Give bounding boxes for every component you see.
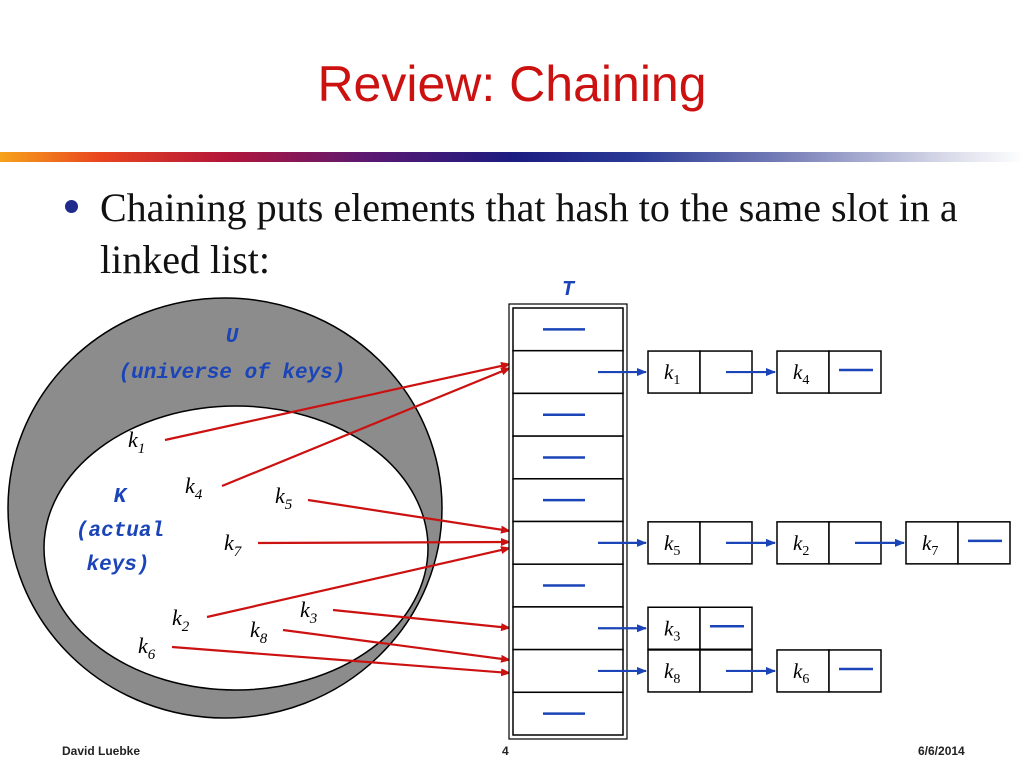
actual-keys-desc-line2: keys) bbox=[86, 554, 149, 577]
set-key-label: k1 bbox=[128, 427, 145, 457]
chain-node-next-cell bbox=[828, 350, 882, 394]
set-key-label: k7 bbox=[224, 530, 243, 560]
set-key-label: k5 bbox=[275, 483, 293, 513]
chain-node-key: k5 bbox=[664, 531, 680, 559]
universe-label: U bbox=[226, 326, 239, 349]
chain-node-key: k4 bbox=[793, 360, 809, 388]
title-gradient-bar bbox=[0, 152, 1024, 162]
hash-arrow bbox=[282, 628, 511, 663]
slide-title: Review: Chaining bbox=[317, 56, 707, 112]
set-key-label: k4 bbox=[185, 473, 203, 503]
actual-keys-label: K bbox=[114, 486, 129, 509]
chain-node-next-cell bbox=[957, 521, 1011, 565]
chain-node-key-cell bbox=[776, 649, 830, 693]
footer-date: 6/6/2014 bbox=[918, 744, 965, 758]
chain-node-key: k7 bbox=[922, 531, 938, 559]
chains: k1 k4 k5 k2 k7 k3 k8 k6 bbox=[598, 350, 1011, 693]
chain-node-key: k8 bbox=[664, 659, 680, 687]
chain-node-key-cell bbox=[647, 350, 701, 394]
table-label: T bbox=[562, 279, 576, 302]
actual-keys-desc-line1: (actual bbox=[76, 520, 164, 543]
set-key-label: k3 bbox=[300, 597, 317, 627]
chain-node-key: k1 bbox=[664, 360, 680, 388]
chain-node-next-cell bbox=[828, 649, 882, 693]
chain-node-key-cell bbox=[905, 521, 959, 565]
set-key-label: k8 bbox=[250, 617, 268, 647]
hash-table bbox=[508, 303, 628, 740]
bullet-text: Chaining puts elements that hash to the … bbox=[100, 185, 958, 282]
chain-node-next-cell bbox=[699, 606, 753, 650]
chain-node-key-cell bbox=[647, 521, 701, 565]
bullet-icon bbox=[65, 200, 78, 213]
set-key-label: k6 bbox=[138, 633, 156, 663]
hash-arrow bbox=[221, 366, 511, 488]
hash-arrow bbox=[164, 362, 511, 442]
hash-arrow bbox=[171, 645, 511, 677]
set-key-label: k2 bbox=[172, 605, 190, 635]
chain-node-key-cell bbox=[647, 649, 701, 693]
universe-desc-label: (universe of keys) bbox=[119, 362, 346, 385]
hash-arrow bbox=[332, 608, 511, 632]
chain-node-key: k6 bbox=[793, 659, 809, 687]
actual-keys-set bbox=[43, 405, 429, 691]
chain-node-key-cell bbox=[647, 606, 701, 650]
hash-arrow bbox=[257, 538, 511, 547]
hash-arrow bbox=[307, 498, 511, 534]
chain-node-key-cell bbox=[776, 521, 830, 565]
chain-node-key: k2 bbox=[793, 531, 809, 559]
chain-node-key: k3 bbox=[664, 616, 680, 644]
hash-arrow bbox=[206, 546, 511, 619]
chain-node-key-cell bbox=[776, 350, 830, 394]
footer-page-number: 4 bbox=[502, 744, 509, 758]
footer-author: David Luebke bbox=[62, 744, 141, 758]
